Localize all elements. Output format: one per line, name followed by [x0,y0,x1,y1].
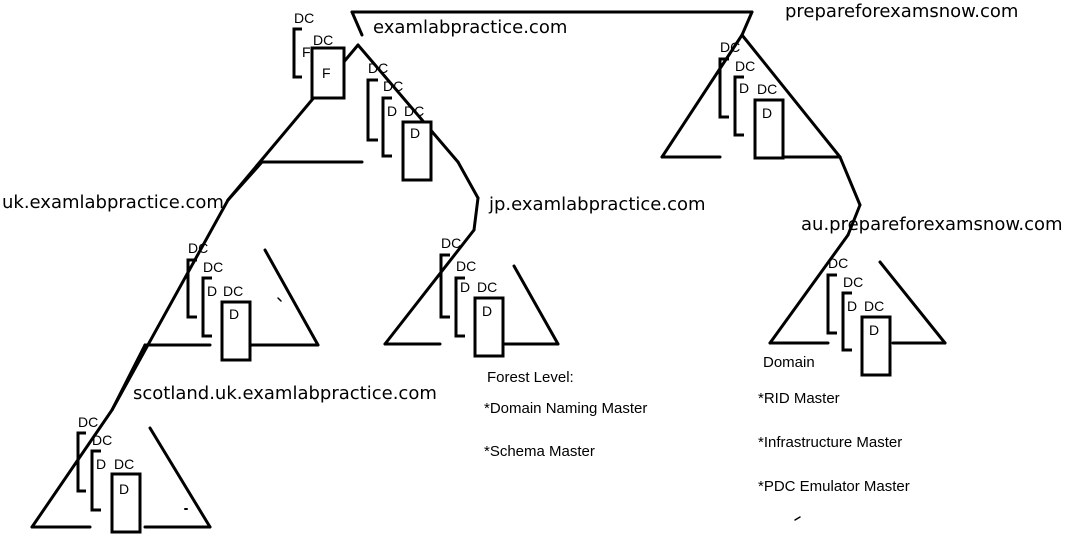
dc-bracket [201,276,212,338]
uk-domain-label: uk.examlabpractice.com [2,192,224,213]
au-domain-tree: au.prepareforexamsnow.com DC DC D DC D [768,214,1063,377]
d-letter: D [762,105,772,121]
dc-label: DC [735,58,755,74]
dc-bracket [381,96,392,158]
dc-label: DC [441,235,461,251]
dc-bracket [186,258,197,319]
d-letter: D [207,283,217,299]
dc-label: DC [313,32,333,48]
forest-notes-item: *Domain Naming Master [484,400,647,417]
d-letter: D [387,103,397,119]
stray-mark [794,516,801,521]
jp-parent-link [456,160,480,200]
au-link [846,203,862,237]
triangle-right-edge [878,260,947,345]
dc-bracket [454,276,465,338]
triangle-right-edge [740,33,842,159]
prepare-domain-tree: prepareforexamsnow.com DC DC D DC D [660,1,1018,160]
d-letter: D [482,303,492,319]
scotland-domain-label: scotland.uk.examlabpractice.com [133,383,437,404]
dc-label: DC [78,414,98,430]
dc-label: DC [368,60,388,76]
jp-domain-label: jp.examlabpractice.com [488,194,706,215]
d-letter: D [847,298,857,314]
dc-label: DC [114,456,134,472]
triangle-right-edge [263,248,320,347]
dc-bracket [76,431,86,493]
d-letter: D [460,279,470,295]
dc-box [753,98,785,160]
triangle-left-edge [383,228,476,346]
d-letter: D [96,456,106,472]
dc-label: DC [864,298,884,314]
dc-label: DC [720,39,740,55]
root-domain-tree: DC F DC F DC DC D DC D examlabpractice.c… [226,10,567,202]
triangle-right-edge [356,43,460,164]
dc-label: DC [294,10,314,26]
dc-label: DC [843,274,863,290]
jp-link [472,196,480,232]
uk-domain-tree: uk.examlabpractice.com DC DC D DC D [2,192,320,412]
f-letter: F [322,65,331,81]
dc-bracket [718,57,729,119]
dc-bracket [826,273,837,335]
triangle-right-edge [148,426,212,529]
dc-label: DC [477,279,497,295]
triangle-right-edge [512,264,560,346]
dc-box [473,296,505,358]
stray-mark [277,297,282,302]
dc-label: DC [757,81,777,97]
f-letter: F [302,44,311,60]
dc-bracket [841,291,852,352]
d-letter: D [410,125,420,141]
d-letter: D [119,481,129,497]
root-link-left [350,10,364,37]
dc-label: DC [404,103,424,119]
fsmo-dc-box [310,46,346,100]
triangle-left-edge [30,408,114,529]
domain-notes-item: *Infrastructure Master [758,434,902,451]
dc-label: DC [188,240,208,256]
prepare-domain-label: prepareforexamsnow.com [785,1,1018,22]
d-letter: D [869,322,879,338]
dc-bracket [292,27,302,79]
forest-level-notes: Forest Level: *Domain Naming Master *Sch… [484,369,647,460]
dc-label: DC [828,255,848,271]
root-domain-label: examlabpractice.com [373,17,567,38]
dc-box [110,472,142,534]
dc-label: DC [92,432,112,448]
d-letter: D [739,80,749,96]
d-letter: D [229,306,239,322]
jp-domain-tree: jp.examlabpractice.com DC DC D DC D [383,194,706,358]
forest-notes-title: Forest Level: [487,369,574,386]
domain-notes-item: *RID Master [758,390,840,407]
forest-notes-item: *Schema Master [484,443,595,460]
dc-label: DC [223,283,243,299]
dc-bracket [733,75,744,137]
dc-bracket [439,253,450,319]
au-parent-link [838,155,862,207]
domain-notes-item: *PDC Emulator Master [758,478,910,495]
dc-label: DC [203,259,223,275]
dc-bracket [90,449,101,512]
prepare-link [740,10,754,37]
dc-box [401,120,433,182]
triangle-left-edge [768,233,850,345]
triangle-left-edge [660,33,744,159]
domain-level-notes: Domain *RID Master *Infrastructure Maste… [758,354,910,495]
dc-box [860,315,892,377]
scotland-domain-tree: scotland.uk.examlabpractice.com DC DC D … [30,383,437,534]
triangle-left-edge [110,198,230,412]
dc-box [220,300,252,362]
dc-label: DC [456,258,476,274]
dc-label: DC [383,78,403,94]
au-domain-label: au.prepareforexamsnow.com [801,214,1063,235]
dc-bracket [366,78,378,142]
domain-notes-title: Domain [763,354,815,371]
